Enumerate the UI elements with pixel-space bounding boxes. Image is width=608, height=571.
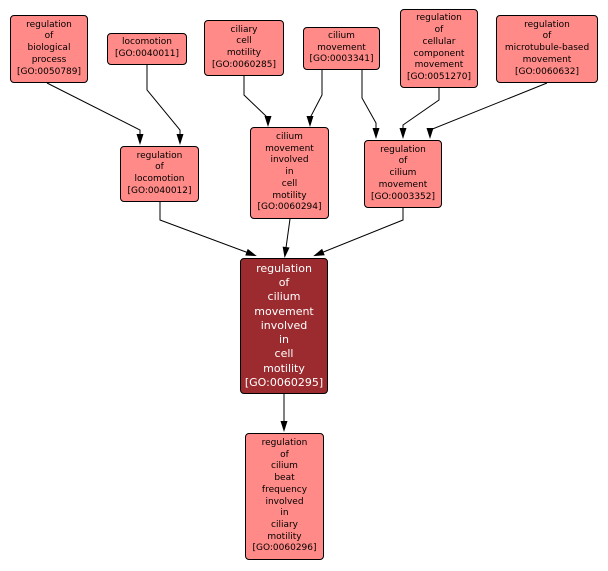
node-label-line: cell <box>274 347 294 361</box>
node-label-line: involved <box>270 155 309 166</box>
node-label-line: regulation <box>416 13 462 24</box>
node-label-line: movement <box>522 54 572 65</box>
node-go0040011[interactable]: locomotion[GO:0040011] <box>107 33 187 65</box>
node-label-line: [GO:0060295] <box>244 376 324 390</box>
node-label-line: motility <box>272 190 307 201</box>
node-label-line: of <box>280 449 289 460</box>
arrowhead-icon <box>313 248 325 257</box>
node-label-line: locomotion <box>122 37 172 48</box>
node-label-line: [GO:0060296] <box>252 543 317 554</box>
node-label-line: cilium <box>328 30 355 41</box>
node-label-line: locomotion <box>134 174 185 184</box>
node-label-line: microtubule-based <box>504 43 590 54</box>
node-label-line: regulation <box>524 19 570 30</box>
node-label-line: [GO:0060294] <box>257 202 322 213</box>
node-label-line: ciliary <box>271 519 298 530</box>
node-label-line: of <box>542 31 552 42</box>
arrowhead-icon <box>426 128 434 139</box>
node-label-line: of <box>44 31 54 42</box>
node-label-line: [GO:0040012] <box>127 185 192 196</box>
node-label-line: of <box>155 162 164 173</box>
arrowhead-icon <box>264 116 272 127</box>
node-label-line: [GO:0040011] <box>114 49 180 59</box>
node-label-line: cell <box>236 36 252 47</box>
node-label-line: [GO:0060632] <box>514 66 580 77</box>
node-label-line: involved <box>260 318 308 332</box>
node-label-line: process <box>31 54 67 65</box>
edge-go0060632-to-go0003352 <box>429 82 548 136</box>
node-label-line: cell <box>281 178 298 189</box>
arrowhead-icon <box>399 128 407 139</box>
edge-go0003352-to-go0060295 <box>315 208 404 256</box>
node-label-line: frequency <box>261 484 308 495</box>
node-label-line: motility <box>267 531 302 542</box>
node-label-line: cilium <box>389 168 417 179</box>
node-label-line: motility <box>226 48 262 58</box>
arrowhead-icon <box>245 248 257 257</box>
node-label-line: regulation <box>261 437 308 448</box>
edge-go0050789-to-go0040012 <box>46 82 141 142</box>
node-label-line: movement <box>378 179 428 190</box>
node-label-line: regulation <box>256 261 312 275</box>
arrowhead-icon <box>176 134 184 145</box>
arrowhead-icon <box>280 421 288 432</box>
edge-go0040012-to-go0060295 <box>159 202 255 256</box>
node-label-line: of <box>278 275 290 289</box>
arrowhead-icon <box>282 246 290 258</box>
node-label-line: in <box>285 167 294 178</box>
node-label-line: cellular <box>422 36 456 47</box>
edge-go0040011-to-go0040012 <box>146 65 181 142</box>
edge-go0003341-to-go0003352 <box>361 70 377 136</box>
node-label-line: movement <box>317 42 366 53</box>
node-label-line: in <box>278 333 290 347</box>
arrowhead-icon <box>136 134 144 145</box>
node-label-line: movement <box>254 304 314 318</box>
arrowhead-icon <box>306 116 314 127</box>
node-label-line: of <box>398 156 408 167</box>
node-label-line: [GO:0003341] <box>309 54 374 65</box>
node-label-line: movement <box>265 143 314 154</box>
node-label-line: regulation <box>26 19 72 30</box>
node-label-line: [GO:0060285] <box>211 59 277 70</box>
edge-go0060285-to-go0060294 <box>243 76 269 124</box>
node-label-line: cilium <box>267 290 301 304</box>
arrowhead-icon <box>372 128 380 139</box>
node-label-line: component <box>413 48 465 59</box>
node-label-line: [GO:0050789] <box>16 66 82 77</box>
node-label-line: biological <box>27 43 71 54</box>
node-label-line: [GO:0003352] <box>370 191 436 202</box>
node-label-line: of <box>434 25 444 36</box>
node-label-line: involved <box>265 496 304 507</box>
node-label-line: regulation <box>380 144 426 155</box>
node-label-line: motility <box>263 361 305 375</box>
node-label-line: ciliary <box>230 24 258 35</box>
node-label-line: cilium <box>276 132 303 143</box>
edge-go0003341-to-go0060294 <box>309 70 323 124</box>
node-label-line: [GO:0051270] <box>406 71 472 82</box>
node-label-line: regulation <box>136 150 183 161</box>
node-label-line: movement <box>414 60 464 71</box>
node-label-line: beat <box>274 473 295 484</box>
node-label-line: in <box>280 508 289 519</box>
node-label-line: cilium <box>271 461 298 472</box>
